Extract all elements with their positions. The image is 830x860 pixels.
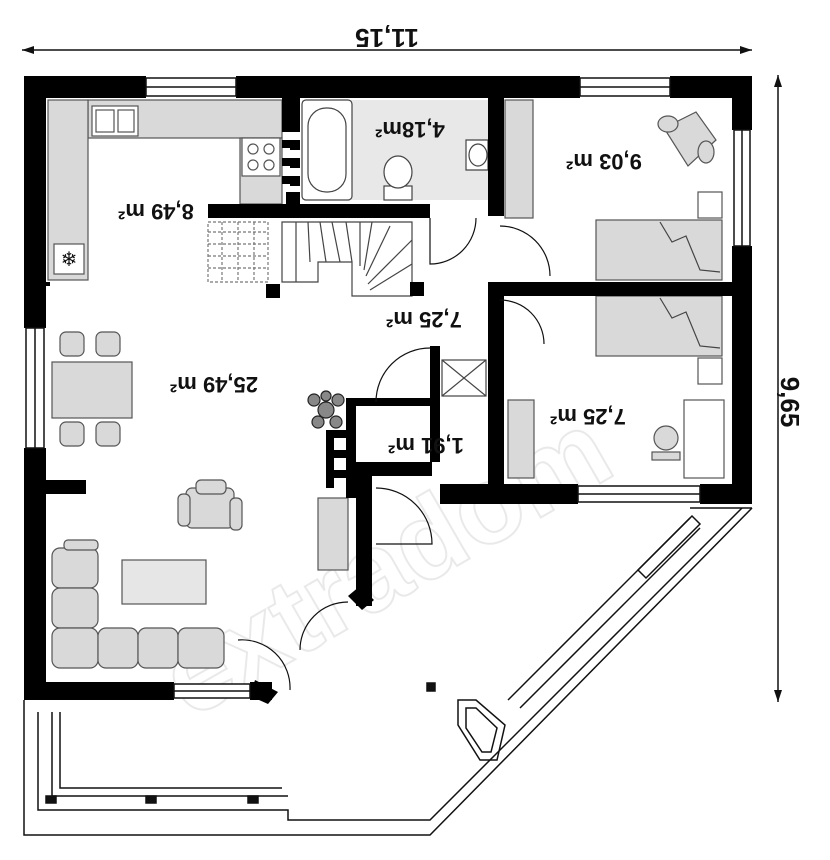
- bedroom1-wardrobe: [504, 99, 534, 219]
- bathtub-icon: [301, 99, 353, 201]
- dining-table-icon: [51, 331, 133, 447]
- bedroom2-nightstand: [697, 357, 723, 385]
- doors: [237, 217, 551, 691]
- height-label: 9,65: [775, 377, 805, 428]
- bed1-icon: [595, 219, 723, 281]
- fridge-icon: ❄: [53, 243, 85, 275]
- room-area-storage: 1,91 m²: [388, 433, 464, 458]
- terrace: [23, 507, 753, 836]
- sofa-icon: [51, 539, 225, 669]
- room-area-kitchen: 8,49 m²: [118, 199, 194, 224]
- room-area-hall: 7,25 m²: [386, 307, 462, 332]
- fixtures: ❄: [47, 99, 725, 669]
- room-area-bathroom: 4,18m²: [375, 117, 445, 142]
- bed2-icon: [595, 295, 723, 357]
- room-area-bedroom1: 9,03 m²: [566, 149, 642, 174]
- toilet-icon: [383, 155, 413, 201]
- kitchen-sink-icon: [91, 105, 139, 137]
- coffee-table: [121, 559, 207, 605]
- windows: [25, 77, 751, 699]
- hall-wardrobe: [317, 497, 349, 571]
- room-area-bedroom2: 7,25 m²: [550, 404, 626, 429]
- staircase: [207, 221, 269, 283]
- armchair-icon: [657, 111, 717, 167]
- staircase-upper: [281, 221, 413, 297]
- stove-icon: [241, 137, 281, 177]
- armchair-living-icon: [177, 479, 243, 531]
- desk-chair-icon: [651, 425, 681, 461]
- width-label: 11,15: [355, 23, 419, 53]
- width-dimension: 11,15: [22, 23, 752, 54]
- walls: [24, 76, 752, 704]
- washbasin-icon: [465, 139, 489, 171]
- bedroom2-wardrobe: [507, 399, 535, 479]
- room-area-living: 25,49 m²: [170, 372, 258, 397]
- svg-text:❄: ❄: [61, 249, 78, 271]
- bedroom1-nightstand: [697, 191, 723, 219]
- storage-shaft-icon: [441, 359, 487, 397]
- plant-icon: [307, 390, 345, 429]
- bedroom2-desk: [683, 399, 725, 479]
- height-dimension: 9,65: [774, 75, 805, 702]
- room-labels: 8,49 m² 4,18m² 9,03 m² 7,25 m² 25,49 m² …: [118, 117, 642, 458]
